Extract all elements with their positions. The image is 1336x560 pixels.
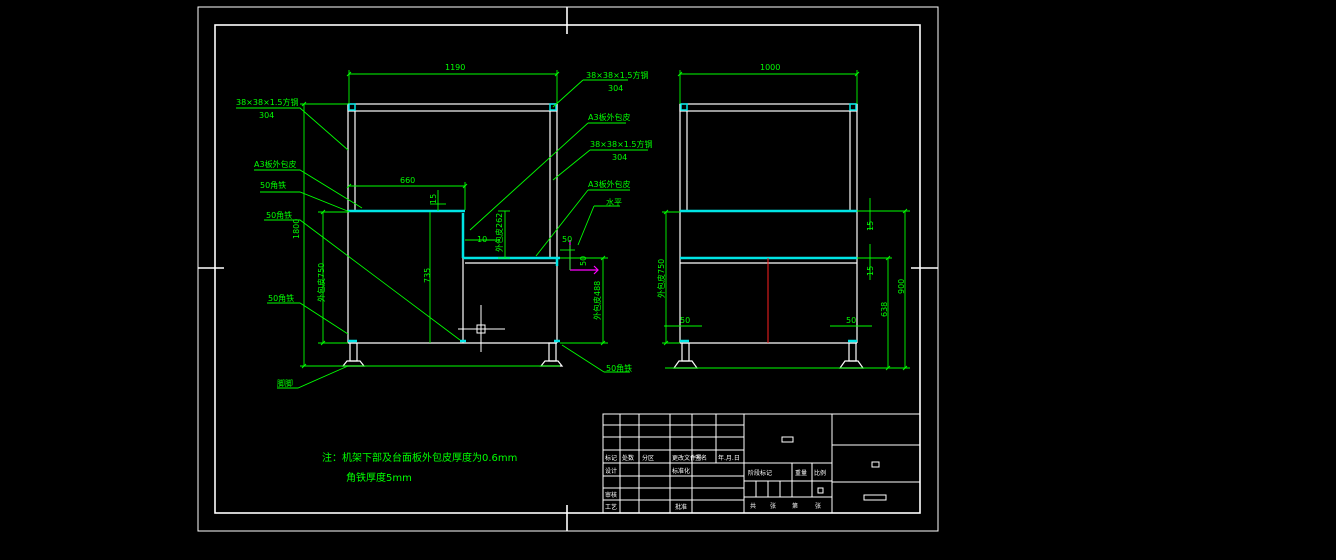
side-dim-gap-15b: 15: [866, 266, 875, 276]
title-block-texts: 标记 处数 分区 更改文件号 签名 年.月.日 设计 标准化 阶段标记 重量 比…: [605, 454, 826, 511]
callout-tube-top-right: 38×38×1.5方钢: [586, 70, 649, 80]
dim-offset-50a: 50: [562, 235, 572, 244]
dim-gap-10: 10: [477, 235, 487, 244]
tb-change-doc: 更改文件号: [672, 454, 702, 462]
cursor-crosshair: [458, 305, 505, 352]
tb-marker: 标记: [605, 454, 617, 462]
front-dimension-lines: [236, 70, 648, 389]
dim-gap-15: 15: [429, 194, 438, 204]
tb-stage: 阶段标记: [748, 469, 772, 477]
tb-count: 处数: [622, 454, 634, 462]
dim-table-width: 660: [400, 176, 415, 185]
side-dimension-ticks: [663, 71, 908, 371]
side-dim-gap-15a: 15: [866, 221, 875, 231]
callout-angle-bottom-right: 50角铁: [606, 363, 632, 373]
callout-tube-top-left-sub: 304: [259, 111, 274, 120]
callout-angle-left-3: 50角铁: [268, 293, 294, 303]
callout-tube-mid-right-sub: 304: [612, 153, 627, 162]
side-dim-height-638: 638: [880, 302, 889, 317]
tb-sheet-b: 张: [815, 502, 821, 510]
front-frame: [341, 103, 564, 367]
callout-brace-right: 水平: [606, 197, 622, 207]
tb-total: 共: [750, 502, 756, 510]
tb-weight: 重量: [795, 469, 807, 477]
tb-zone: 分区: [642, 454, 654, 462]
side-vlabel-inner-750: 外包皮750: [656, 259, 666, 298]
callout-cover-left: A3板外包皮: [254, 159, 297, 169]
side-dimension-texts: 1000 15 15 900 638 50 50 外包皮750: [656, 63, 906, 325]
callout-tube-top-right-sub: 304: [608, 84, 623, 93]
vlabel-inner-750: 外包皮750: [316, 263, 326, 302]
title-block: 标记 处数 分区 更改文件号 签名 年.月.日 设计 标准化 阶段标记 重量 比…: [602, 413, 921, 514]
side-dim-height-900: 900: [897, 279, 906, 294]
tb-signature: 签名: [695, 454, 707, 462]
drawing-frame: [197, 6, 939, 532]
side-view: 1000 15 15 900 638 50 50 外包皮750: [656, 63, 910, 371]
callout-tube-top-left: 38×38×1.5方钢: [236, 97, 299, 107]
side-dim-offset-50a: 50: [680, 316, 690, 325]
outer-border: [197, 6, 939, 532]
front-callout-texts: 38×38×1.5方钢 304 38×38×1.5方钢 304 A3板外包皮 3…: [236, 70, 653, 388]
callout-angle-left-2: 50角铁: [266, 210, 292, 220]
callout-tube-mid-right: 38×38×1.5方钢: [590, 139, 653, 149]
tb-review: 审核: [605, 491, 617, 499]
tb-page: 第: [792, 502, 798, 510]
vlabel-inner-488: 外包皮488: [592, 281, 602, 320]
dim-lower-height: 735: [423, 268, 432, 283]
dim-overall-height: 1800: [292, 219, 301, 239]
dim-offset-50b: 50: [579, 256, 588, 266]
tb-date: 年.月.日: [718, 454, 740, 462]
callout-foot: 脚脚: [277, 378, 293, 388]
notes: 注：机架下部及台面板外包皮厚度为0.6mm 角铁厚度5mm: [322, 451, 517, 484]
callout-angle-left-1: 50角铁: [260, 180, 286, 190]
front-view: 1190 660 15 10 1800 735 50 50 外包皮750 外包皮…: [236, 63, 653, 389]
title-block-grid: [602, 413, 921, 514]
note-line-2: 角铁厚度5mm: [346, 471, 412, 484]
callout-cover-right: A3板外包皮: [588, 112, 631, 122]
dim-overall-width: 1190: [445, 63, 465, 72]
vlabel-inner-262: 外包皮262: [494, 213, 504, 252]
tb-approve: 批准: [675, 503, 687, 511]
front-dimension-ticks: [301, 71, 606, 369]
callout-cover-right-2: A3板外包皮: [588, 179, 631, 189]
side-dimension-lines: [662, 70, 910, 369]
tb-scale: 比例: [814, 469, 826, 477]
side-dim-width: 1000: [760, 63, 780, 72]
tb-sheet-a: 张: [770, 502, 776, 510]
side-dim-offset-50b: 50: [846, 316, 856, 325]
tb-design: 设计: [605, 467, 617, 475]
tb-standardize: 标准化: [672, 467, 690, 475]
note-line-1: 注：机架下部及台面板外包皮厚度为0.6mm: [322, 451, 517, 464]
front-dimension-texts: 1190 660 15 10 1800 735 50 50 外包皮750 外包皮…: [292, 63, 602, 320]
tb-process: 工艺: [605, 503, 617, 511]
front-trim: [348, 103, 560, 343]
